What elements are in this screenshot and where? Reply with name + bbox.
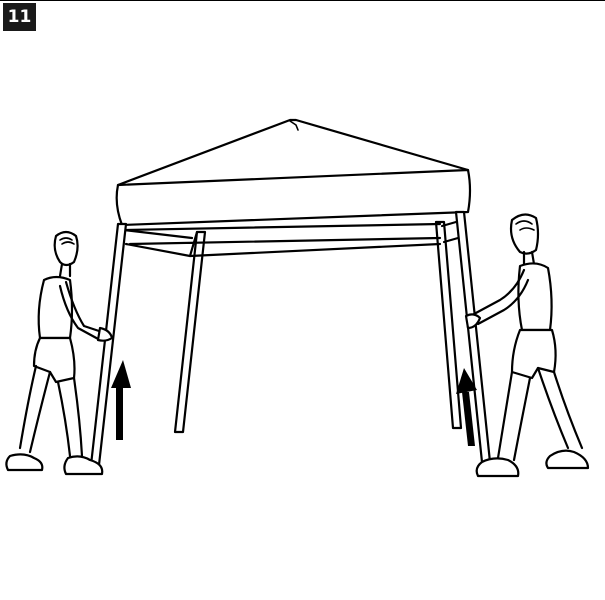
canopy-tent-icon [91,120,490,465]
back-left-leg [175,232,205,432]
back-right-leg [436,222,461,428]
up-arrow-left-icon [111,360,131,440]
back-truss [124,224,440,256]
